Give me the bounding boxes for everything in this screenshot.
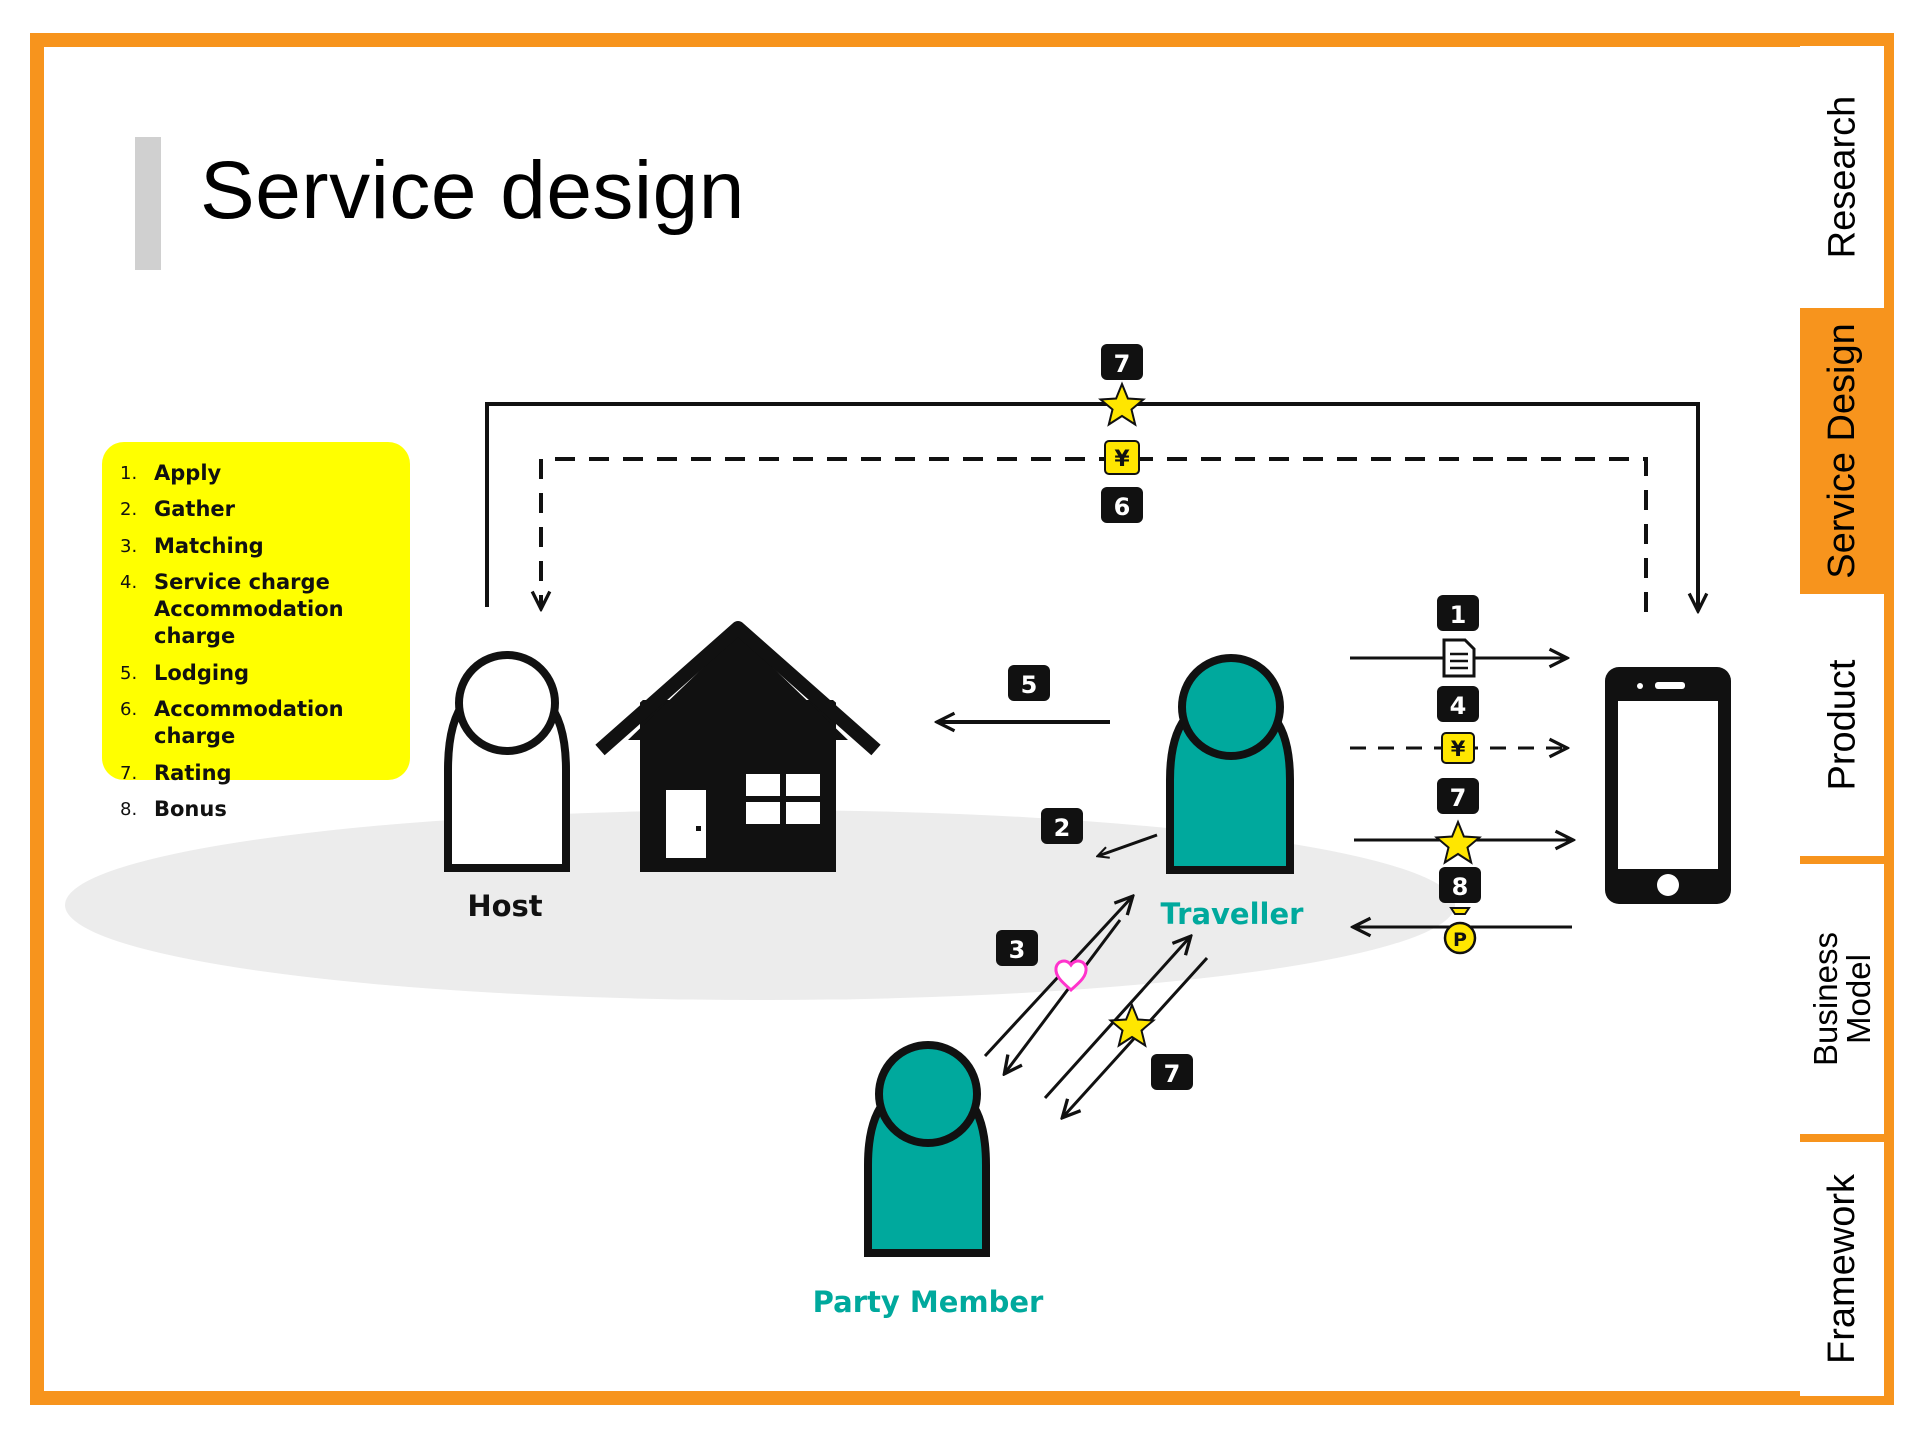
yen-glyph: ¥ bbox=[1451, 737, 1466, 761]
matching-arrow-down bbox=[1005, 919, 1122, 1073]
legend-item: 2.Gather bbox=[120, 497, 235, 522]
legend-item: 6.Accommodation charge bbox=[120, 697, 344, 749]
tab-research[interactable]: Research bbox=[1800, 46, 1884, 308]
step-badge: 2 bbox=[1041, 808, 1083, 844]
legend-item: 7.Rating bbox=[120, 760, 232, 785]
traveller-label: Traveller bbox=[1161, 897, 1305, 931]
legend-item: 3.Matching bbox=[120, 533, 264, 558]
step-badge-label: 4 bbox=[1450, 692, 1467, 720]
step-badge: 7 bbox=[1101, 344, 1143, 380]
step-badge: 7 bbox=[1437, 778, 1479, 814]
yen-icon: ¥ bbox=[1104, 440, 1140, 475]
legend-item: 8.Bonus bbox=[120, 796, 227, 821]
step-badge-label: 6 bbox=[1114, 493, 1131, 521]
tab-divider bbox=[1800, 308, 1884, 316]
step-badge-label: 7 bbox=[1450, 784, 1467, 812]
tab-service-design[interactable]: Service Design bbox=[1800, 316, 1884, 586]
party-rating-arrow-up bbox=[1043, 937, 1190, 1100]
step-badge: 8 bbox=[1439, 867, 1481, 903]
star-icon bbox=[1434, 819, 1482, 865]
step-badge-label: 5 bbox=[1021, 671, 1038, 699]
bonus-coin-icon: P bbox=[1443, 907, 1477, 955]
step-badge: 6 bbox=[1101, 487, 1143, 523]
tab-product[interactable]: Product bbox=[1800, 594, 1884, 856]
step-badge: 1 bbox=[1437, 595, 1479, 631]
step-badge: 5 bbox=[1008, 665, 1050, 701]
step-badge-label: 2 bbox=[1054, 814, 1071, 842]
smartphone-icon bbox=[1605, 667, 1731, 904]
tab-framework[interactable]: Framework bbox=[1800, 1142, 1884, 1396]
charge-loop-arrow bbox=[541, 457, 1648, 612]
step-badge: 4 bbox=[1437, 686, 1479, 722]
document-icon bbox=[1442, 638, 1476, 678]
step-badge-label: 3 bbox=[1009, 936, 1026, 964]
yen-glyph: ¥ bbox=[1114, 447, 1130, 472]
house-icon bbox=[595, 611, 881, 872]
step-badge-label: 8 bbox=[1452, 873, 1469, 901]
step-legend: 1.Apply 2.Gather 3.Matching 4.Service ch… bbox=[102, 442, 410, 821]
tab-business-model[interactable]: Business Model bbox=[1800, 864, 1884, 1134]
legend-item: 1.Apply bbox=[120, 461, 222, 485]
heart-icon bbox=[1054, 959, 1088, 993]
tab-divider bbox=[1800, 586, 1884, 594]
step-badge: 3 bbox=[996, 930, 1038, 966]
legend-item: 4.Service charge Accommodation charge bbox=[120, 569, 344, 649]
host-label: Host bbox=[467, 889, 542, 923]
star-icon bbox=[1098, 381, 1146, 427]
step-badge-label: 1 bbox=[1450, 601, 1467, 629]
tab-divider bbox=[1800, 856, 1884, 864]
party-member-label: Party Member bbox=[813, 1285, 1044, 1319]
yen-icon: ¥ bbox=[1441, 732, 1475, 764]
star-icon bbox=[1108, 1002, 1156, 1048]
title-accent-bar bbox=[135, 137, 161, 270]
coin-glyph: P bbox=[1453, 929, 1467, 951]
traveller-person-icon bbox=[1166, 654, 1294, 874]
gather-arrow bbox=[1098, 833, 1158, 856]
party-member-person-icon bbox=[864, 1041, 990, 1257]
step-badge-label: 7 bbox=[1114, 350, 1131, 378]
step-badge-label: 7 bbox=[1164, 1060, 1181, 1088]
host-person-icon bbox=[444, 651, 570, 872]
legend-item: 5.Lodging bbox=[120, 660, 250, 685]
section-tabs: Research Service Design Product Business… bbox=[1800, 46, 1884, 1396]
rating-loop-arrow bbox=[485, 402, 1698, 610]
tab-divider bbox=[1800, 1134, 1884, 1142]
step-badge: 7 bbox=[1151, 1054, 1193, 1090]
page-title: Service design bbox=[200, 145, 745, 236]
